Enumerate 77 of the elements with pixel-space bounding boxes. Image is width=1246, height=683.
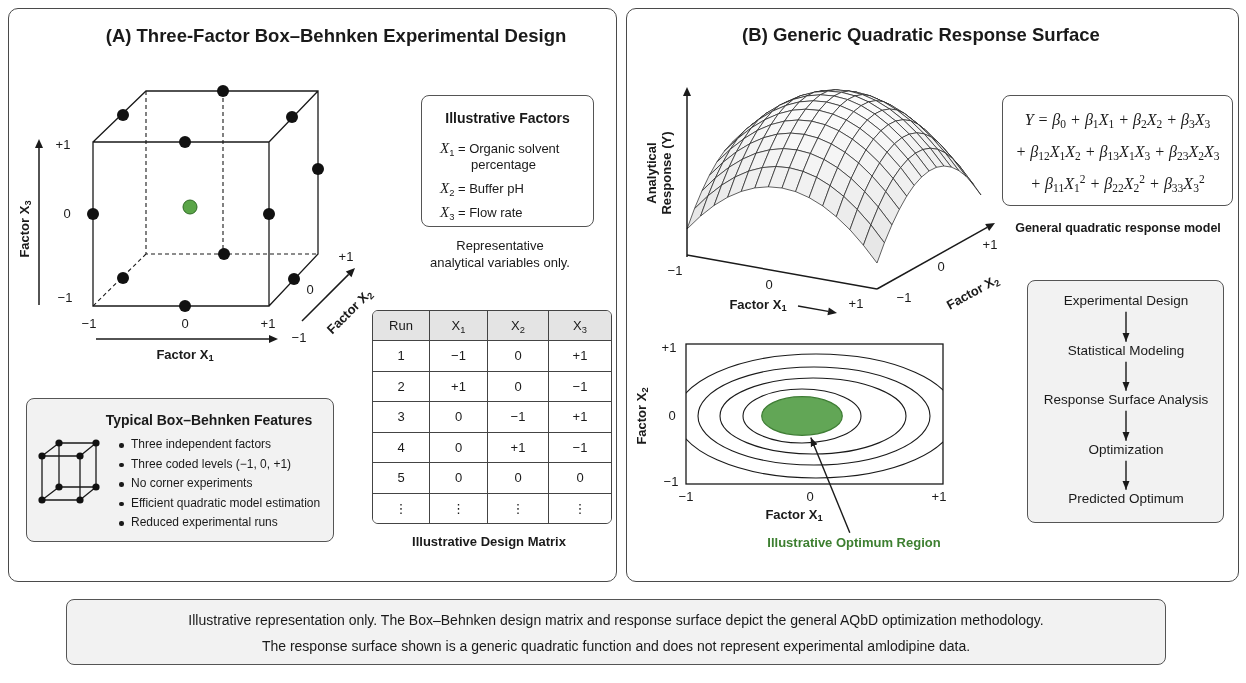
axis-title: Analytical Response (Y) xyxy=(645,130,675,217)
card-title: Typical Box–Behnken Features xyxy=(105,411,313,429)
tick-label: −1 xyxy=(81,316,97,332)
feature-item: Reduced experimental runs xyxy=(131,515,278,530)
panel xyxy=(8,8,617,582)
caption-text: General quadratic response model xyxy=(1015,220,1221,236)
flowchart-panel xyxy=(1027,280,1224,523)
tick-label: +1 xyxy=(260,316,276,332)
tick-label: −1 xyxy=(678,489,694,505)
table-cell: 1 xyxy=(373,341,430,372)
table-cell: 5 xyxy=(373,463,430,494)
table-caption: Illustrative Design Matrix xyxy=(412,534,566,550)
flow-arrow xyxy=(1122,460,1130,491)
tick-label: +1 xyxy=(848,296,864,312)
step-label: Response Surface Analysis xyxy=(1043,392,1209,408)
table-cell: 0 xyxy=(430,463,488,494)
header-cell: X$_{3}$ xyxy=(549,311,611,341)
note-panel xyxy=(66,599,1166,665)
feature-item: Three independent factors xyxy=(131,437,272,452)
tick-label: 0 xyxy=(63,206,71,222)
step-label: Experimental Design xyxy=(1063,293,1189,309)
table-cell: 2 xyxy=(373,371,430,402)
table-cell: 0 xyxy=(488,463,549,494)
axis-title: Factor X$_{1}$ xyxy=(765,507,823,523)
table-cell: 0 xyxy=(430,432,488,463)
note-text: Illustrative representation only. The Box–Behnken design matrix and response surface depict the general AQbD optimization methodology. xyxy=(188,611,1044,630)
callout-label: Illustrative Optimum Region xyxy=(767,535,941,551)
factor-definition: X$_{1}$ = Organic solvent percentage xyxy=(440,140,561,174)
tick-label: +1 xyxy=(55,137,71,153)
factor-definition: X$_{2}$ = Buffer pH xyxy=(440,180,524,198)
flow-arrow xyxy=(1122,410,1130,442)
factor-definition: X$_{3}$ = Flow rate xyxy=(440,204,523,222)
equation-line: Y = β$_{0}$ + β$_{1}$X$_{1}$ + β$_{2}$X$_{2}$ + β$_{3}$X$_{3}$ xyxy=(1024,110,1211,133)
tick-label: −1 xyxy=(667,263,683,279)
table-cell: −1 xyxy=(488,402,549,433)
step-label: Predicted Optimum xyxy=(1068,491,1184,507)
tick-label: +1 xyxy=(661,340,677,356)
table-cell: +1 xyxy=(430,371,488,402)
tick-label: 0 xyxy=(181,316,189,332)
panel-title: (B) Generic Quadratic Response Surface xyxy=(742,24,1100,46)
step-label: Statistical Modeling xyxy=(1067,343,1185,359)
equation-line: + β$_{12}$X$_{1}$X$_{2}$ + β$_{13}$X$_{1}$X$_{3}$ + β$_{23}$X$_{2}$X$_{3}$ xyxy=(1015,142,1220,165)
table-cell: +1 xyxy=(488,432,549,463)
optimum-region-ellipse xyxy=(761,396,843,436)
header-cell: X$_{2}$ xyxy=(488,311,549,341)
step-label: Optimization xyxy=(1088,442,1164,458)
tick-label: 0 xyxy=(668,408,676,424)
axis-title: Factor X$_{1}$ xyxy=(729,297,787,313)
tick-label: +1 xyxy=(931,489,947,505)
feature-item: Efficient quadratic model estimation xyxy=(131,495,321,511)
table-cell: 4 xyxy=(373,432,430,463)
card-title: Illustrative Factors xyxy=(445,110,570,127)
tick-label: 0 xyxy=(806,489,814,505)
tick-label: +1 xyxy=(338,249,354,265)
axis-title: Factor X$_{1}$ xyxy=(156,347,214,363)
tick-label: −1 xyxy=(57,290,73,306)
tick-label: −1 xyxy=(291,330,307,346)
tick-label: −1 xyxy=(663,474,679,490)
table-cell: 0 xyxy=(488,371,549,402)
info-card xyxy=(421,95,594,227)
leader-arrow xyxy=(810,436,851,534)
note-text: The response surface shown is a generic quadratic function and does not represent experimental amlodipine data. xyxy=(261,637,971,656)
flow-arrow xyxy=(1122,361,1130,392)
panel-title: (A) Three-Factor Box–Behnken Experimental Design xyxy=(105,25,567,47)
feature-item: No corner experiments xyxy=(131,476,253,491)
equation-card xyxy=(1002,95,1233,206)
table-cell: 0 xyxy=(430,402,488,433)
table-cell: ⋮ xyxy=(373,493,430,523)
feature-item: Three coded levels (−1, 0, +1) xyxy=(131,456,292,472)
header-cell: X$_{1}$ xyxy=(430,311,488,341)
info-card xyxy=(26,398,334,542)
header-cell: Run xyxy=(373,311,430,341)
flow-arrow xyxy=(1122,311,1130,343)
table-cell: 3 xyxy=(373,402,430,433)
table-cell: 0 xyxy=(488,341,549,372)
note-text: Representative analytical variables only. xyxy=(429,238,571,272)
table-cell: −1 xyxy=(430,341,488,372)
